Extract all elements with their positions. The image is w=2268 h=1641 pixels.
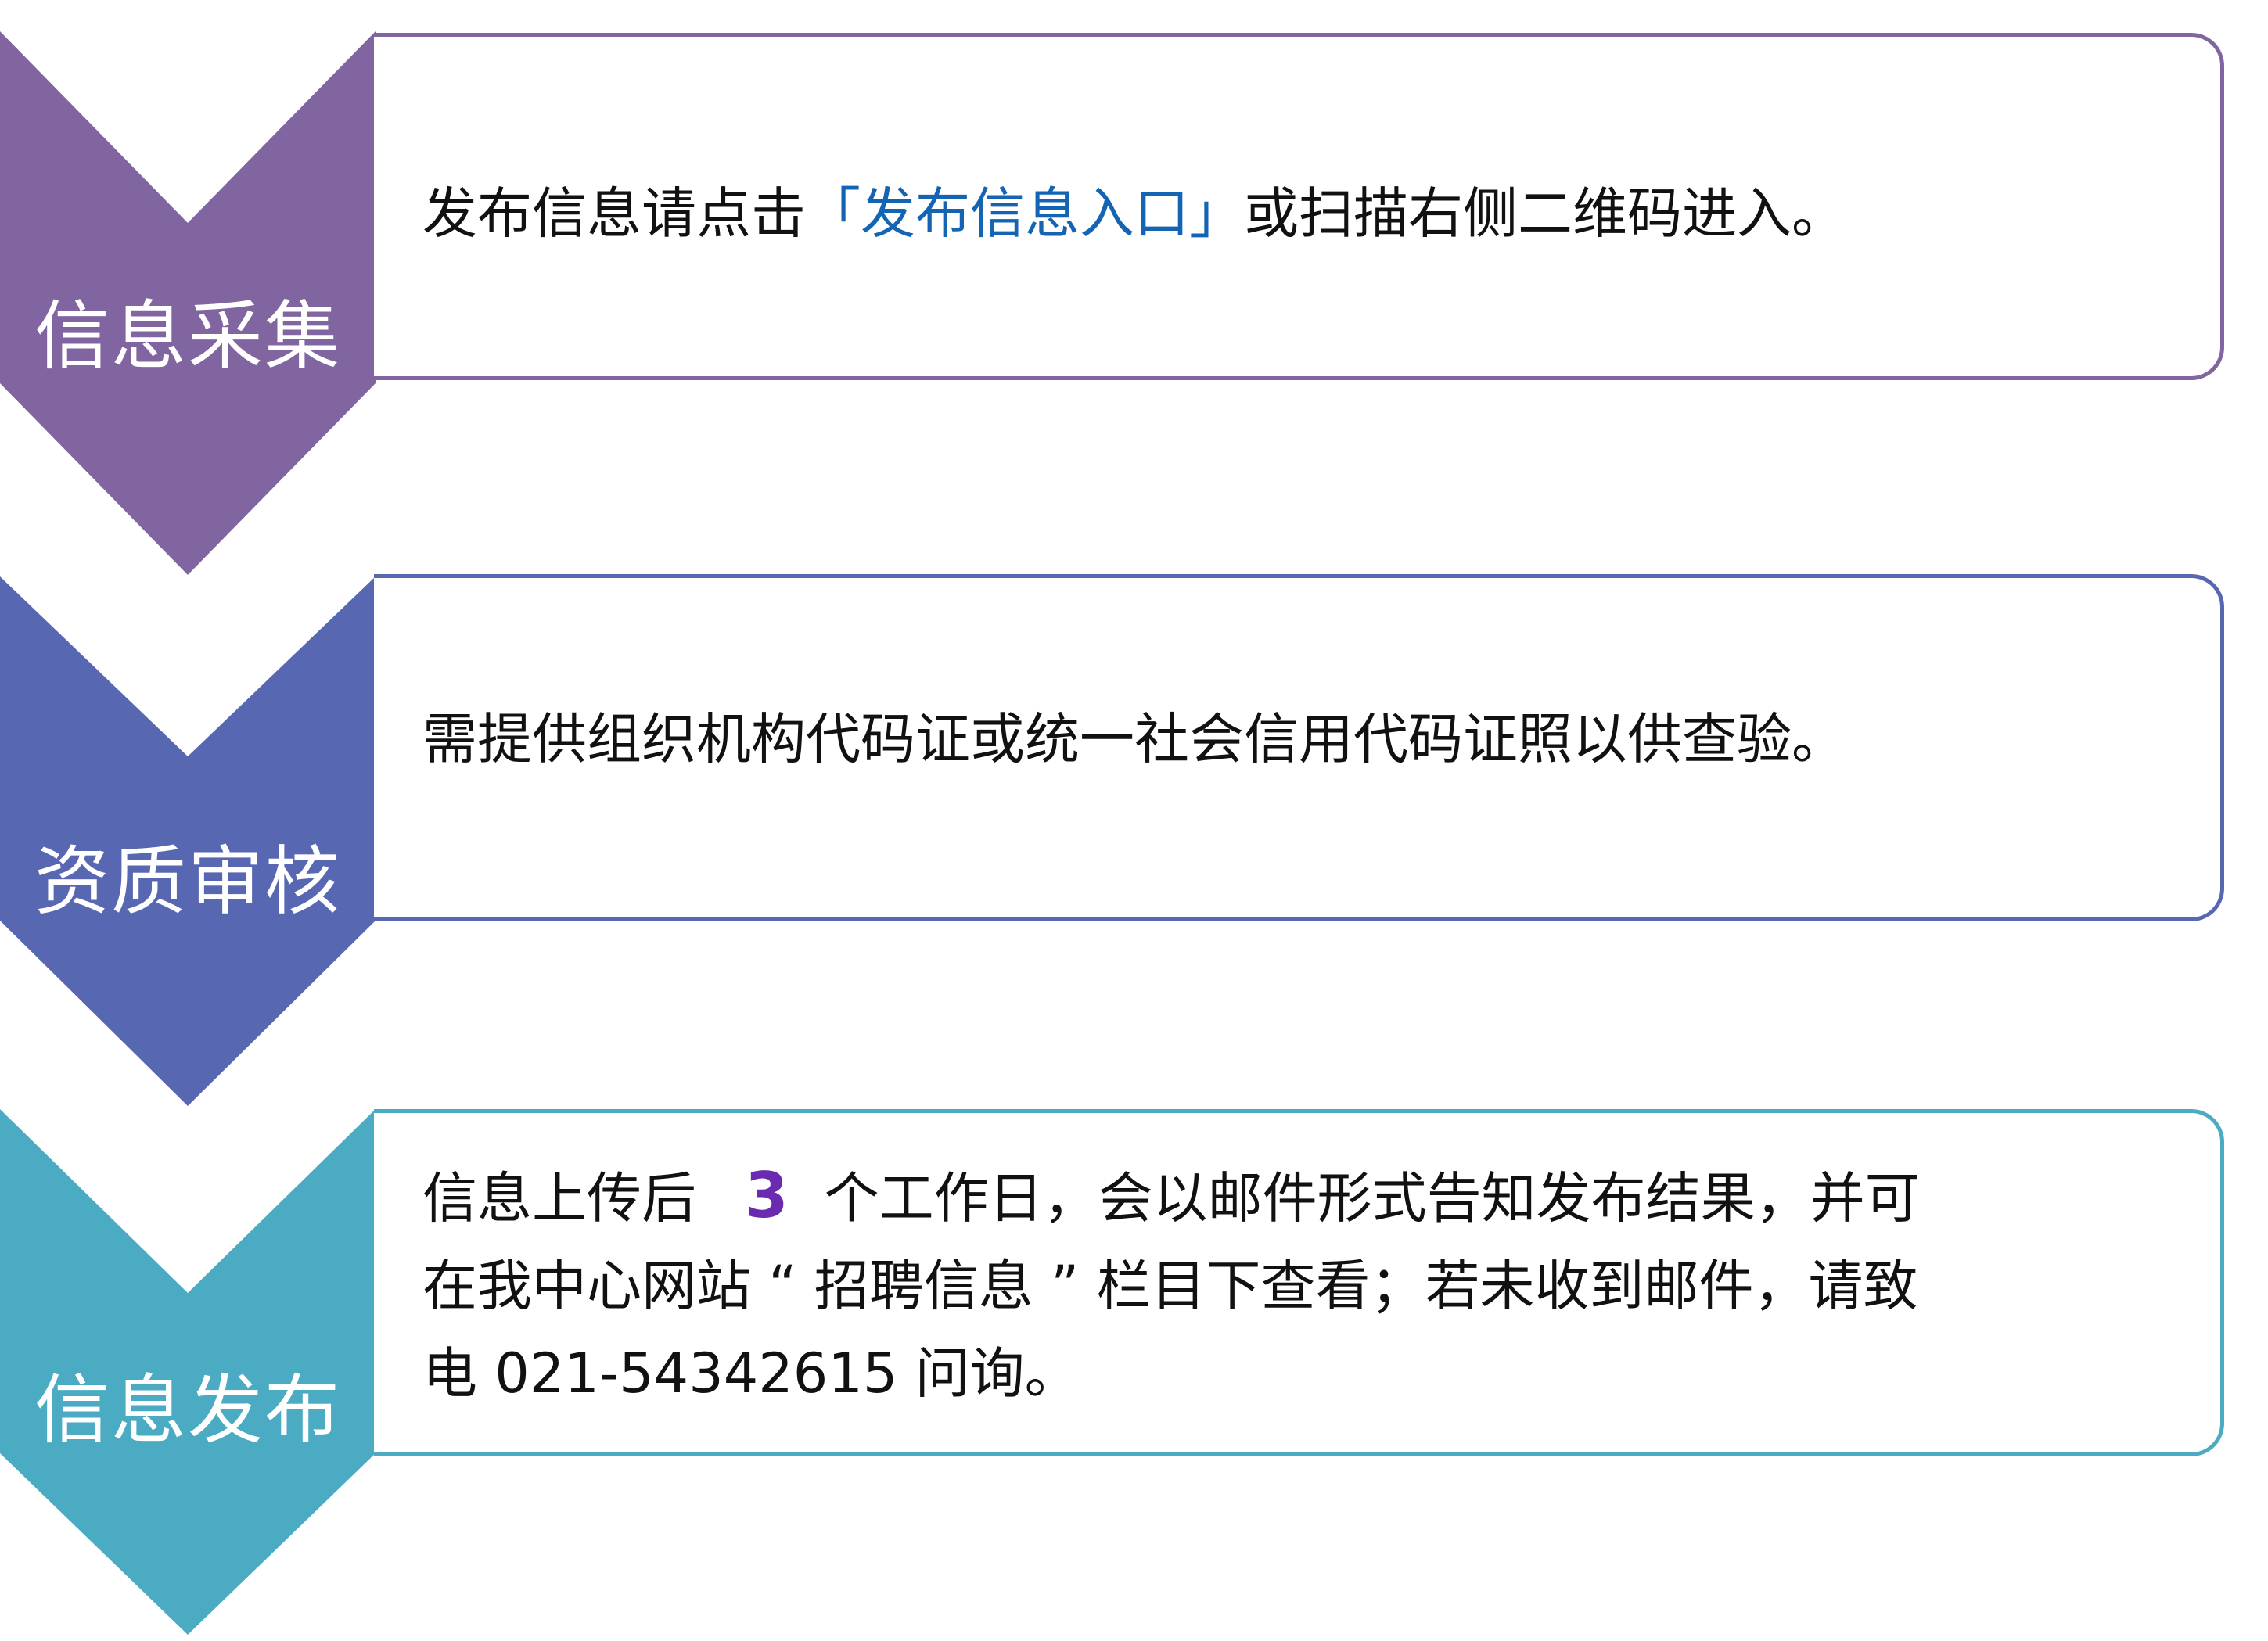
chevron-shape-step3: [0, 1109, 376, 1635]
step-description: 需提供组织机构代码证或统一社会信用代码证照以供查验。: [422, 707, 1846, 771]
description-text: 发布信息请点击: [422, 181, 806, 246]
publish-info-entry-link[interactable]: 「发布信息入口」: [806, 181, 1244, 246]
description-line-2: 在我中心网站 “ 招聘信息 ” 栏目下查看；若未收到邮件，请致: [422, 1254, 1918, 1318]
step-description: 发布信息请点击「发布信息入口」或扫描右侧二维码进入。: [422, 170, 2189, 257]
step-qualification-review: 资质审核 需提供组织机构代码证或统一社会信用代码证照以供查验。: [0, 574, 2268, 1124]
step-description: 信息上传后 3 个工作日，会以邮件形式告知发布结果，并可 在我中心网站 “ 招聘信息…: [422, 1152, 2189, 1417]
step-label-info-collection: 信息采集: [34, 293, 341, 380]
description-text: 或扫描右侧二维码进入。: [1244, 181, 1846, 246]
chevron-shape-step2: [0, 576, 376, 1106]
chevron-shape-step1: [0, 31, 376, 575]
step-description-box: 需提供组织机构代码证或统一社会信用代码证照以供查验。: [374, 574, 2224, 921]
step-info-collection: 信息采集 发布信息请点击「发布信息入口」或扫描右侧二维码进入。: [0, 31, 2268, 579]
working-days-number: 3: [745, 1159, 789, 1232]
description-text: 个工作日，会以邮件形式告知发布结果，并可: [824, 1166, 1920, 1230]
step-label-info-publish: 信息发布: [34, 1366, 341, 1454]
step-label-qualification-review: 资质审核: [34, 838, 341, 925]
description-line-3: 电 021-54342615 问询。: [422, 1341, 1080, 1406]
description-line-1: 信息上传后 3 个工作日，会以邮件形式告知发布结果，并可: [422, 1152, 2189, 1242]
step-description-box: 发布信息请点击「发布信息入口」或扫描右侧二维码进入。: [374, 33, 2224, 380]
step-info-publish: 信息发布 信息上传后 3 个工作日，会以邮件形式告知发布结果，并可 在我中心网站 “…: [0, 1109, 2268, 1641]
description-text: 信息上传后: [422, 1166, 696, 1230]
step-description-box: 信息上传后 3 个工作日，会以邮件形式告知发布结果，并可 在我中心网站 “ 招聘信息…: [374, 1109, 2224, 1456]
